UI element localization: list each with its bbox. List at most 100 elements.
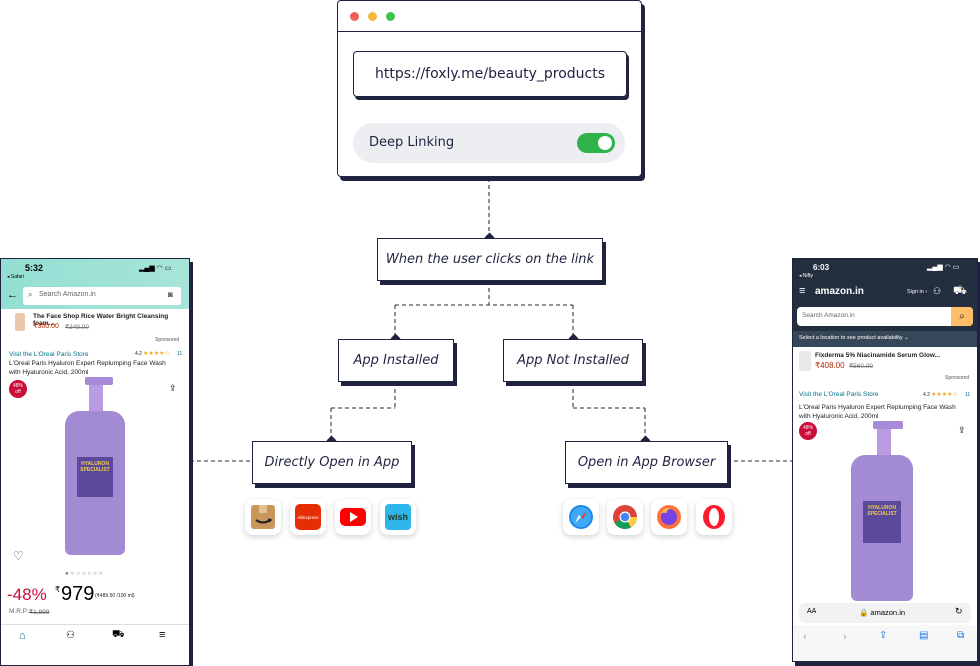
- search-bar[interactable]: ⌕ Search Amazon.in ◙: [23, 287, 181, 305]
- chrome-icon: [607, 499, 643, 535]
- left-phone-screenshot: 5:32 ◂ Safari ▂▄▆ ◠ ▭ ← ⌕ Search Amazon.…: [0, 258, 190, 666]
- sign-in-link[interactable]: Sign in ›: [907, 289, 928, 295]
- share-icon[interactable]: ⇪: [958, 425, 966, 435]
- amazon-icon: [245, 499, 281, 535]
- amazon-logo[interactable]: amazon.in: [815, 286, 864, 297]
- cart-icon[interactable]: ⛟: [953, 285, 967, 297]
- sponsored-label: Sponsored: [945, 375, 970, 381]
- search-icon: ⌕: [959, 311, 965, 322]
- promo-title[interactable]: Fixderma 5% Niacinamide Serum Glow...: [815, 352, 941, 359]
- url-field[interactable]: https://foxly.me/beauty_products: [353, 51, 627, 97]
- forward-icon[interactable]: ›: [843, 631, 847, 643]
- mrp-label: M.R.P.:: [9, 608, 30, 615]
- discount-badge-bottom: off: [805, 431, 811, 437]
- bottle-label-line2: SPECIALIST: [80, 467, 110, 473]
- promo-thumb: [799, 351, 811, 371]
- account-icon[interactable]: ⚇: [933, 286, 942, 296]
- product-bottle-image: HYALURON SPECIALIST: [851, 421, 913, 601]
- wish-label: wish: [387, 512, 408, 522]
- wish-tile: wish: [385, 504, 411, 530]
- minimize-window-dot[interactable]: [368, 12, 377, 21]
- reload-icon[interactable]: ↻: [955, 606, 963, 616]
- cart-icon[interactable]: ⛟: [112, 629, 125, 640]
- back-to-app[interactable]: ◂ Nifty: [799, 273, 813, 279]
- menu-icon[interactable]: ≡: [159, 629, 166, 641]
- bottle-neck: [89, 385, 103, 413]
- discount-badge-bottom: off: [15, 389, 21, 395]
- sponsored-label: Sponsored: [155, 337, 180, 343]
- youtube-icon: [335, 499, 371, 535]
- titlebar-divider: [338, 31, 641, 32]
- promo-price: ₹408.00: [815, 361, 845, 370]
- rating-count: 11: [965, 392, 971, 398]
- store-link[interactable]: Visit the L'Oreal Paris Store: [799, 391, 879, 398]
- bottle-label: HYALURON SPECIALIST: [863, 501, 901, 543]
- back-arrow-icon[interactable]: ←: [7, 289, 18, 301]
- opera-icon: [696, 499, 732, 535]
- browser-window: https://foxly.me/beauty_products Deep Li…: [337, 0, 642, 177]
- discount-badge: 48% off: [799, 422, 817, 440]
- bottle-label-line1: HYALURON: [868, 505, 896, 511]
- firefox-icon: [651, 499, 687, 535]
- store-link[interactable]: Visit the L'Oreal Paris Store: [9, 351, 89, 358]
- open-in-app-browser-node: Open in App Browser: [565, 441, 728, 484]
- search-placeholder: Search Amazon.in: [39, 291, 96, 298]
- promo-price: ₹300.00: [33, 323, 59, 330]
- maximize-window-dot[interactable]: [386, 12, 395, 21]
- search-bar[interactable]: Search Amazon.in ⌕: [797, 307, 973, 326]
- directly-open-in-app-node: Directly Open in App: [252, 441, 412, 484]
- bookmarks-icon[interactable]: ▤: [919, 630, 929, 641]
- image-carousel-dots[interactable]: ●○○○○○○: [65, 571, 105, 577]
- aliexpress-icon: AliExpress: [290, 499, 326, 535]
- back-icon[interactable]: ‹: [803, 631, 807, 643]
- safari-compass-graphic: [569, 505, 593, 529]
- camera-icon[interactable]: ◙: [168, 290, 173, 299]
- reader-aa-button[interactable]: AA: [807, 608, 817, 615]
- wishlist-heart-icon[interactable]: ♡: [13, 549, 24, 563]
- safari-toolbar: ‹ › ⇪ ▤ ⧉: [793, 625, 977, 661]
- rating-stars: ★★★★☆: [143, 351, 170, 357]
- close-window-dot[interactable]: [350, 12, 359, 21]
- home-icon[interactable]: ⌂: [19, 630, 26, 642]
- promo-title[interactable]: The Face Shop Rice Water Bright Cleansin…: [33, 313, 169, 327]
- product-title: L'Oreal Paris Hyaluron Expert Replumping…: [799, 404, 956, 420]
- promo-mrp: ₹560.00: [849, 363, 874, 370]
- app-not-installed-node: App Not Installed: [503, 339, 643, 382]
- bottom-nav: ⌂ ⚇ ⛟ ≡: [1, 624, 189, 665]
- amazon-box-graphic: [251, 505, 275, 529]
- share-icon[interactable]: ⇪: [169, 383, 177, 393]
- back-to-app[interactable]: ◂ Safari: [7, 274, 24, 280]
- rating-value: 4.2: [923, 392, 930, 398]
- search-icon: ⌕: [28, 290, 33, 299]
- aliexpress-label: AliExpress: [297, 514, 319, 520]
- discount-badge: 48% off: [9, 380, 27, 398]
- safari-address-bar[interactable]: AA 🔒 amazon.in ↻: [799, 603, 971, 623]
- product-title: L'Oreal Paris Hyaluron Expert Replumping…: [9, 360, 166, 376]
- chrome-logo-graphic: [613, 505, 637, 530]
- deep-linking-toggle[interactable]: [577, 133, 615, 153]
- price-symbol: ₹: [55, 585, 61, 594]
- address-url[interactable]: 🔒 amazon.in: [859, 608, 906, 617]
- search-placeholder: Search Amazon.in: [802, 312, 855, 319]
- firefox-logo-graphic: [657, 505, 681, 529]
- account-icon[interactable]: ⚇: [66, 630, 75, 641]
- status-time: 6:03: [813, 263, 830, 272]
- menu-icon[interactable]: ≡: [799, 285, 806, 297]
- unit-price: (₹489.50 /100 ml): [95, 593, 135, 599]
- bottle-neck: [877, 429, 891, 457]
- tabs-icon[interactable]: ⧉: [957, 630, 965, 641]
- bottle-label: HYALURON SPECIALIST: [77, 457, 113, 497]
- location-bar[interactable]: Select a location to see product availab…: [793, 331, 977, 347]
- cart-count: 0: [959, 285, 962, 291]
- status-time: 5:32: [25, 263, 44, 273]
- aliexpress-tile: AliExpress: [295, 504, 321, 530]
- app-installed-node: App Installed: [338, 339, 454, 382]
- rating-value: 4.2: [135, 351, 142, 357]
- location-text: Select a location to see product availab…: [799, 335, 909, 341]
- rating-stars: ★★★★☆: [931, 392, 958, 398]
- share-icon[interactable]: ⇪: [879, 630, 888, 641]
- search-button[interactable]: ⌕: [951, 307, 973, 326]
- bottle-pump: [873, 421, 903, 429]
- promo-mrp: ₹349.00: [65, 324, 90, 331]
